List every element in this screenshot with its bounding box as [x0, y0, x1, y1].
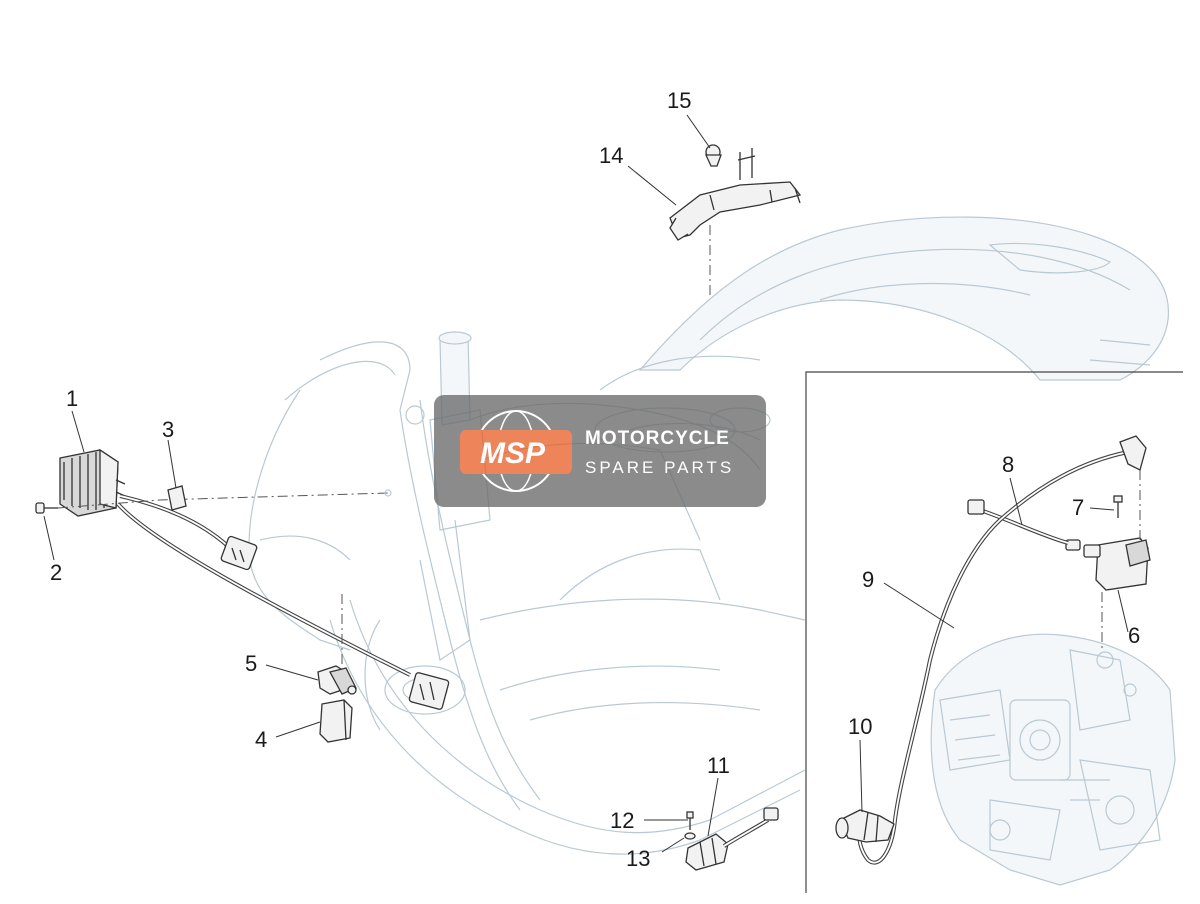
ignition-coil-icon [1065, 537, 1151, 591]
callout-14: 14 [599, 143, 623, 168]
watermark-logo-badge [460, 430, 572, 474]
callout-10: 10 [848, 714, 872, 739]
callout-12: 12 [610, 808, 634, 833]
screw-icon [35, 502, 58, 514]
callout-13: 13 [626, 846, 650, 871]
leader-lines [43, 114, 1129, 853]
watermark-line1: MOTORCYCLE [585, 428, 730, 449]
watermark-logo-text: MSP [480, 437, 546, 470]
callout-6: 6 [1128, 623, 1140, 648]
callout-7: 7 [1072, 495, 1084, 520]
watermark-line2: SPARE PARTS [585, 458, 734, 477]
watermark: MSP MOTORCYCLE SPARE PARTS [434, 395, 766, 507]
callout-11: 11 [707, 753, 730, 778]
bracket-icon [669, 144, 802, 241]
spark-plug-cap-icon [835, 809, 895, 843]
relay-icon [317, 665, 357, 743]
callout-8: 8 [1002, 452, 1014, 477]
callout-1: 1 [66, 386, 78, 411]
inset-frame [805, 371, 1183, 893]
callout-4: 4 [255, 727, 267, 752]
engine-icon [930, 633, 1176, 886]
sensor-icon [684, 807, 779, 871]
callout-labels: 1 2 3 4 5 6 7 8 9 10 11 12 13 14 15 [50, 88, 1140, 871]
callout-5: 5 [245, 651, 257, 676]
voltage-regulator-icon [59, 448, 450, 710]
callout-15: 15 [667, 88, 691, 113]
axis-line-2 [57, 492, 389, 509]
callout-3: 3 [162, 417, 174, 442]
watermark-background [434, 395, 766, 507]
clip-icon [167, 485, 187, 511]
callout-2: 2 [50, 560, 62, 585]
callout-9: 9 [862, 567, 874, 592]
